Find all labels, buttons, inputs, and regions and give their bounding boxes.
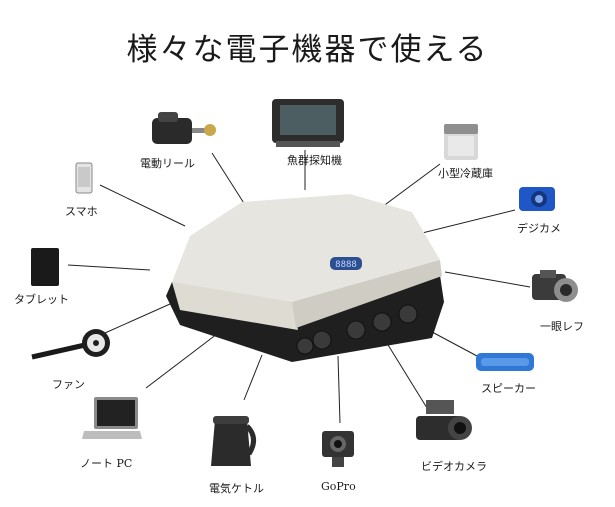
mini-fridge-icon bbox=[442, 122, 480, 166]
fan-icon bbox=[30, 327, 110, 367]
line-gopro bbox=[337, 355, 341, 424]
line-laptop bbox=[145, 333, 218, 389]
line-reel bbox=[211, 152, 248, 209]
electric-reel-icon bbox=[148, 110, 218, 156]
smartphone-icon bbox=[75, 162, 93, 198]
center-display-digits: 8888 bbox=[335, 260, 357, 270]
fish-finder-icon bbox=[270, 97, 346, 153]
video-camera-icon bbox=[412, 398, 476, 454]
label-reel: 電動リール bbox=[140, 157, 195, 170]
line-tablet bbox=[67, 264, 151, 271]
line-digicam bbox=[409, 209, 516, 237]
label-fan: ファン bbox=[52, 378, 85, 391]
line-phone bbox=[99, 184, 186, 227]
line-slr bbox=[444, 271, 531, 288]
label-fridge: 小型冷蔵庫 bbox=[438, 167, 493, 180]
label-gopro: GoPro bbox=[321, 480, 356, 493]
label-phone: スマホ bbox=[65, 205, 98, 218]
label-tablet: タブレット bbox=[14, 293, 69, 306]
power-station-image: 8888 bbox=[166, 194, 444, 362]
line-fan bbox=[104, 299, 180, 334]
label-speaker: スピーカー bbox=[481, 382, 536, 395]
label-fishfinder: 魚群探知機 bbox=[287, 154, 342, 167]
label-slr: 一眼レフ bbox=[540, 320, 584, 333]
tablet-icon bbox=[30, 247, 60, 291]
speaker-icon bbox=[475, 350, 535, 378]
slr-camera-icon bbox=[530, 268, 584, 310]
line-kettle bbox=[243, 354, 263, 401]
label-videocam: ビデオカメラ bbox=[421, 460, 487, 473]
gopro-icon bbox=[318, 425, 358, 475]
label-kettle: 電気ケトル bbox=[209, 482, 264, 495]
digital-camera-icon bbox=[517, 183, 557, 217]
label-laptop: ノート PC bbox=[80, 457, 133, 470]
line-videocam bbox=[384, 339, 428, 409]
page-title: 様々な電子機器で使える bbox=[126, 32, 489, 68]
laptop-icon bbox=[82, 395, 144, 447]
label-digicam: デジカメ bbox=[517, 222, 561, 235]
electric-kettle-icon bbox=[203, 408, 261, 474]
